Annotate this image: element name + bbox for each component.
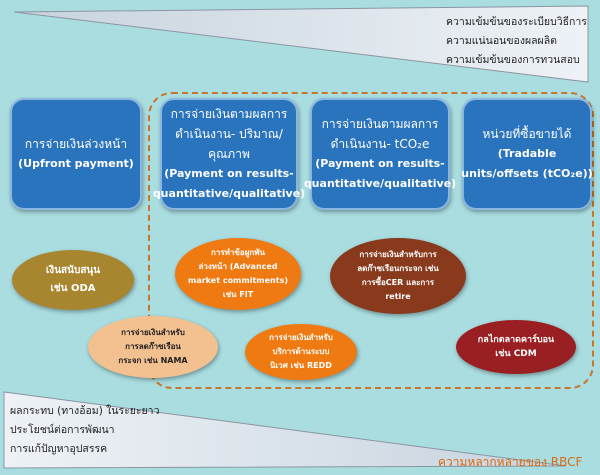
- box-line: (Upfront payment): [18, 157, 134, 170]
- top-wedge-line: ความเข้มข้นของการทวนสอบ: [446, 54, 580, 66]
- box-line: หน่วยที่ซื้อขายได้: [482, 127, 572, 141]
- ellipse-line: บริการด้านระบบ: [272, 347, 330, 356]
- ellipse-line: เช่น CDM: [495, 349, 537, 359]
- ellipse-line: นิเวศ เช่น REDD: [270, 361, 332, 370]
- bottom-wedge-line: ผลกระทบ (ทางอ้อม) ในระยะยาว: [10, 405, 160, 417]
- cer-purchase-ellipse: การจ่ายเงินสำหรับการ ลดก๊าซเรือนกระจก เช…: [330, 238, 466, 314]
- box-line: การจ่ายเงินตามผลการ: [170, 107, 288, 121]
- box-line: คุณภาพ: [208, 147, 250, 161]
- rbcf-group-frame: [148, 92, 594, 389]
- advanced-market-commitments-ellipse: การทำข้อผูกพัน ล่วงหน้า (Advanced market…: [175, 238, 301, 310]
- bottom-wedge-text: ผลกระทบ (ทางอ้อม) ในระยะยาว ประโยชน์ต่อก…: [10, 402, 159, 459]
- box-line: ดำเนินงาน- tCO₂e: [330, 137, 430, 151]
- top-wedge-line: ความแน่นอนของผลผลิต: [446, 35, 557, 47]
- ellipse-line: การจ่ายเงินสำหรับการ: [359, 250, 437, 259]
- ellipse-line: เช่น FIT: [222, 290, 254, 299]
- ellipse-line: ล่วงหน้า (Advanced: [198, 262, 278, 271]
- payment-results-tco2e-box: การจ่ายเงินตามผลการ ดำเนินงาน- tCO₂e (Pa…: [304, 98, 456, 210]
- box-line: units/offsets (tCO₂e)): [461, 167, 593, 180]
- top-wedge-shape: [13, 5, 589, 83]
- payment-results-quantitative-box: การจ่ายเงินตามผลการ ดำเนินงาน- ปริมาณ/ ค…: [153, 98, 305, 210]
- box-line: quantitative/qualitative): [152, 187, 306, 200]
- grant-oda-ellipse: เงินสนับสนุน เช่น ODA: [12, 250, 134, 310]
- ellipse-line: การลดก๊าซเรือน: [125, 342, 181, 351]
- box-line: การจ่ายเงินล่วงหน้า: [24, 137, 128, 151]
- ellipse-line: ลดก๊าซเรือนกระจก เช่น: [357, 264, 439, 273]
- ellipse-line: การจ่ายเงินสำหรับ: [121, 328, 185, 337]
- ellipse-line: retire: [385, 292, 411, 301]
- ellipse-line: กระจก เช่น NAMA: [118, 356, 188, 365]
- ellipse-line: เงินสนับสนุน: [45, 265, 101, 276]
- box-line: ดำเนินงาน- ปริมาณ/: [175, 127, 283, 141]
- tradable-units-box: หน่วยที่ซื้อขายได้ (Tradable units/offse…: [461, 98, 593, 210]
- box-line: quantitative/qualitative): [303, 177, 457, 190]
- ellipse-line: market commitments): [188, 276, 288, 285]
- bottom-wedge-line: การแก้ปัญหาอุปสรรค: [10, 443, 108, 455]
- top-wedge-line: ความเข้มข้นของระเบียบวิธีการ: [446, 16, 587, 28]
- rbcf-diversity-caption: ความหลากหลายของ RBCF: [438, 455, 583, 469]
- carbon-market-cdm-ellipse: กลไกตลาดคาร์บอน เช่น CDM: [456, 320, 576, 374]
- box-line: (Tradable: [497, 147, 557, 160]
- top-wedge-text: ความเข้มข้นของระเบียบวิธีการ ความแน่นอนข…: [446, 13, 587, 70]
- ellipse-line: การจ่ายเงินสำหรับ: [269, 333, 333, 342]
- redd-ellipse: การจ่ายเงินสำหรับ บริการด้านระบบ นิเวศ เ…: [245, 324, 357, 380]
- nama-ellipse: การจ่ายเงินสำหรับ การลดก๊าซเรือน กระจก เ…: [88, 316, 218, 378]
- upfront-payment-box: การจ่ายเงินล่วงหน้า (Upfront payment): [10, 98, 142, 210]
- ellipse-line: กลไกตลาดคาร์บอน: [477, 335, 555, 345]
- box-line: (Payment on results-: [164, 167, 294, 180]
- bottom-wedge-line: ประโยชน์ต่อการพัฒนา: [10, 424, 115, 436]
- ellipse-line: การทำข้อผูกพัน: [211, 248, 265, 257]
- ellipse-line: เช่น ODA: [50, 283, 96, 294]
- box-line: การจ่ายเงินตามผลการ: [321, 117, 439, 131]
- box-line: (Payment on results-: [315, 157, 445, 170]
- ellipse-line: การซื้อCER และการ: [361, 278, 435, 287]
